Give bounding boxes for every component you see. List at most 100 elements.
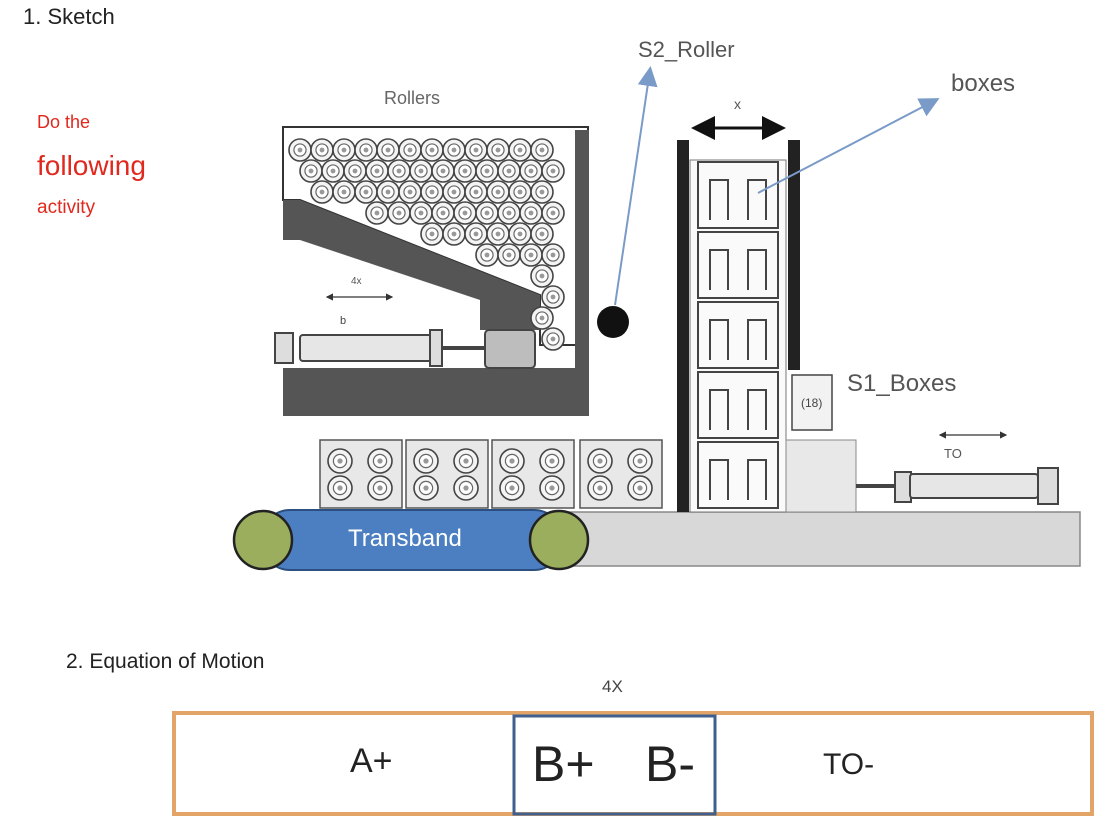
roller [332,180,356,204]
instruction-line-2: following [37,150,146,181]
instruction-line-3: activity [37,197,96,218]
s1-boxes-label: S1_Boxes [847,370,957,397]
roller [365,201,389,225]
roller [365,159,389,183]
cylinder-a-b-label: b [340,315,347,327]
empty-box [697,161,779,229]
roller [499,475,525,501]
step-b-minus: B- [645,736,695,792]
empty-box [697,301,779,369]
roller [464,222,488,246]
roller [541,159,565,183]
roller [627,448,653,474]
roller [420,138,444,162]
to-label: TO [944,446,962,461]
roller [497,243,521,267]
roller [288,138,312,162]
roller [464,180,488,204]
roller [327,475,353,501]
roller [627,475,653,501]
roller [327,448,353,474]
left-pulley [232,509,294,571]
roller [299,159,323,183]
roller [442,138,466,162]
roller [310,180,334,204]
roller [367,448,393,474]
roller [354,180,378,204]
roller [486,222,510,246]
roller [442,180,466,204]
roller [398,180,422,204]
roller [310,138,334,162]
roller [332,138,356,162]
roller [475,243,499,267]
roller [486,138,510,162]
repeat-group-box [512,714,717,816]
empty-box [697,231,779,299]
sequence-box [172,711,1094,816]
empty-box-stack [697,161,779,509]
roller [431,201,455,225]
boxes-pointer-arrow [757,98,940,194]
roller [486,180,510,204]
roller [530,138,554,162]
instruction-line-1: Do the [37,112,91,132]
empty-box [697,371,779,439]
cylinder-a [274,293,536,369]
roller [530,306,554,330]
roller [453,201,477,225]
roller [497,159,521,183]
roller [354,138,378,162]
roller [539,475,565,501]
roller [497,201,521,225]
s2-pointer-arrow [614,66,658,306]
empty-box [697,441,779,509]
cylinder-a-4x-label: 4x [351,276,362,287]
roller [530,264,554,288]
step-b-plus: B+ [532,736,595,792]
roller [541,327,565,351]
roller [519,159,543,183]
roller [376,180,400,204]
roller [387,159,411,183]
roller [499,448,525,474]
sensor-number-label: (18) [801,396,823,410]
roller [541,201,565,225]
step-a-plus: A+ [350,742,393,780]
roller [442,222,466,246]
roller [343,159,367,183]
roller [519,201,543,225]
roller [431,159,455,183]
roller [475,159,499,183]
roller [376,138,400,162]
roller [420,180,444,204]
roller [539,448,565,474]
right-pulley [528,509,590,571]
base-platform [559,511,1081,567]
boxes-label: boxes [951,70,1016,97]
transband-label: Transband [348,525,462,552]
step-to-minus: TO- [823,748,875,781]
sensor-s2 [597,306,629,338]
roller [453,475,479,501]
transband-belt [232,509,590,571]
roller [398,138,422,162]
roller [508,222,532,246]
section-sketch-title: 1. Sketch [23,4,115,29]
roller [387,201,411,225]
roller [464,138,488,162]
roller [413,475,439,501]
roller [587,475,613,501]
roller [530,180,554,204]
roller [475,201,499,225]
roller [413,448,439,474]
roller [541,243,565,267]
roller [508,180,532,204]
roller [420,222,444,246]
roller [409,201,433,225]
section-motion-title: 2. Equation of Motion [66,650,265,673]
roller [409,159,433,183]
sensor-s1 [791,374,833,431]
roller [530,222,554,246]
